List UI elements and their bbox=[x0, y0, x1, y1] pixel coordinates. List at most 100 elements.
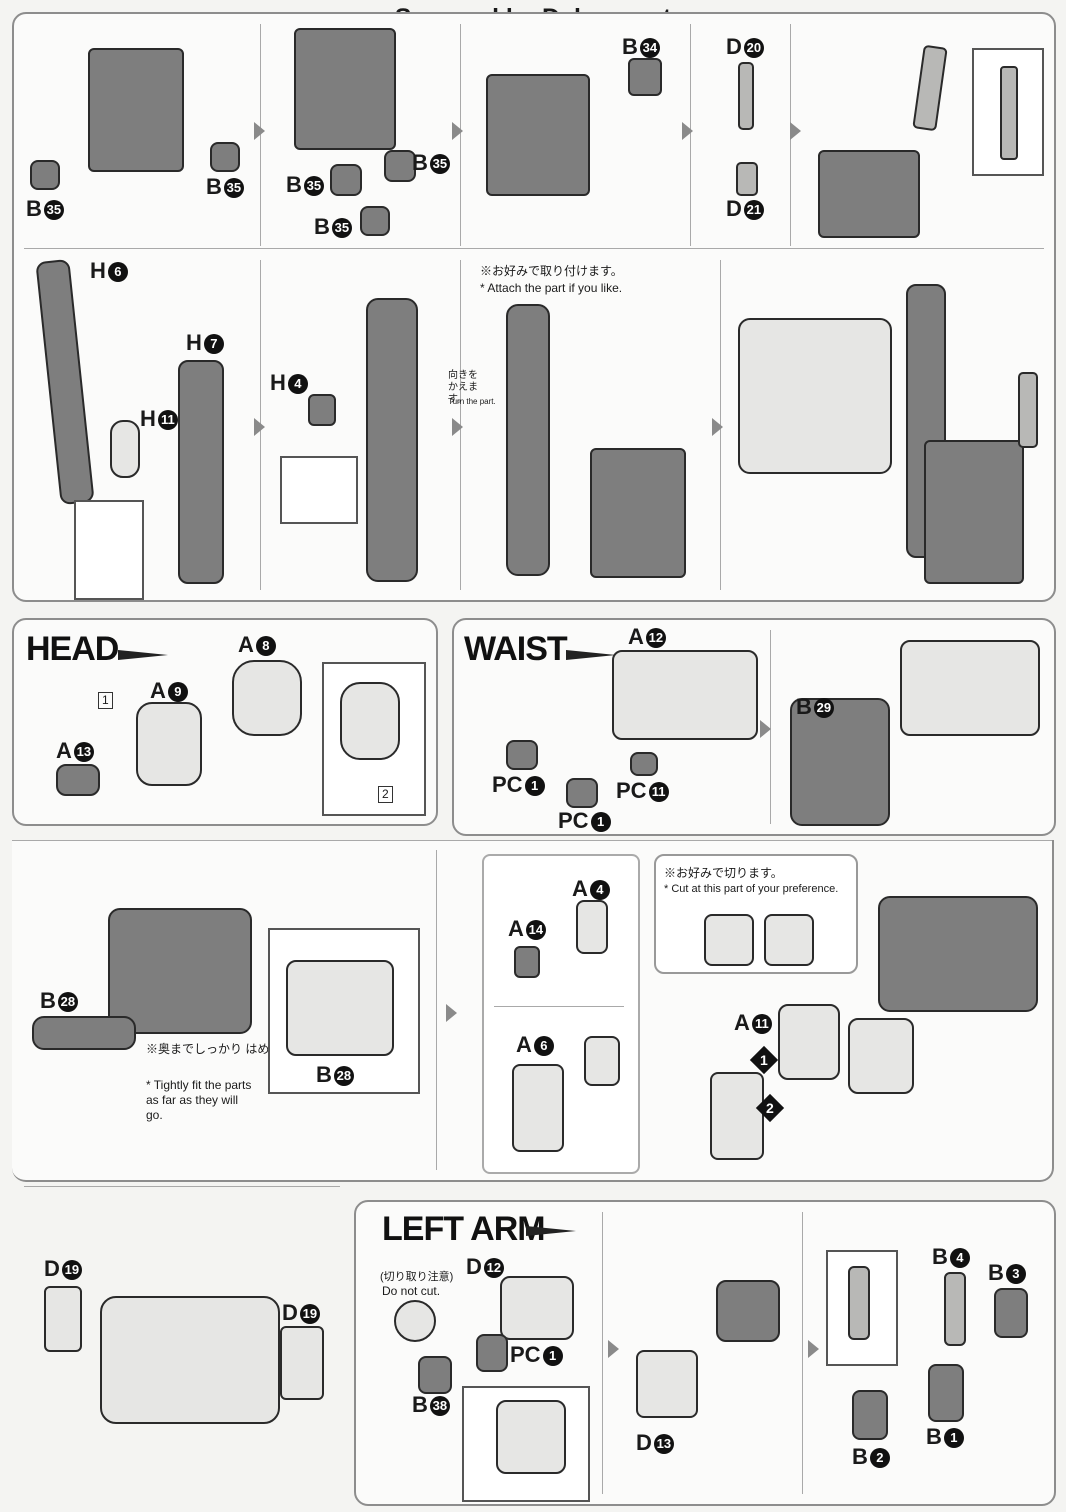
waist-assembly bbox=[286, 960, 394, 1056]
cylinder-cap bbox=[736, 162, 758, 196]
waist-assembly bbox=[878, 896, 1038, 1012]
note-tight-en: * Tightly fit the parts as far as they w… bbox=[146, 1078, 252, 1122]
divider bbox=[24, 248, 1044, 249]
divider bbox=[802, 1212, 803, 1494]
skirt-armor bbox=[764, 914, 814, 966]
skirt-part bbox=[512, 1064, 564, 1152]
thruster-part bbox=[384, 150, 416, 182]
step-arrow bbox=[790, 122, 801, 140]
inset-number: 2 bbox=[378, 786, 393, 803]
step-arrow bbox=[808, 1340, 819, 1358]
connector-part bbox=[110, 420, 140, 478]
backpack-part bbox=[738, 318, 892, 474]
note-nocut-en: Do not cut. bbox=[382, 1284, 441, 1298]
skirt-part bbox=[710, 1072, 764, 1160]
torso-block bbox=[294, 28, 396, 150]
torso-block bbox=[88, 48, 184, 172]
thruster-part bbox=[30, 160, 60, 190]
section-title-left-arm: LEFT ARM bbox=[382, 1210, 546, 1248]
no-cut-icon bbox=[394, 1300, 436, 1342]
polycap bbox=[566, 778, 598, 808]
duct-part bbox=[44, 1286, 82, 1352]
title-arrow bbox=[566, 650, 616, 660]
divider bbox=[12, 840, 1052, 841]
thruster-part bbox=[210, 142, 240, 172]
torso-block bbox=[818, 150, 920, 238]
arm-part bbox=[994, 1288, 1028, 1338]
step-arrow bbox=[712, 418, 723, 436]
step-arrow bbox=[452, 418, 463, 436]
step-arrow bbox=[254, 418, 265, 436]
waist-part bbox=[612, 650, 758, 740]
note-cut-en: * Cut at this part of your preference. bbox=[664, 883, 839, 895]
cylinder-part bbox=[1018, 372, 1038, 448]
weapon-assembly bbox=[506, 304, 550, 576]
skirt-armor bbox=[704, 914, 754, 966]
weapon-part bbox=[178, 360, 224, 584]
head-part bbox=[56, 764, 100, 796]
skirt-part bbox=[584, 1036, 620, 1086]
cylinder-part bbox=[738, 62, 754, 130]
waist-part bbox=[900, 640, 1040, 736]
cylinder-part bbox=[1000, 66, 1018, 160]
peg-part bbox=[308, 394, 336, 426]
step-arrow bbox=[254, 122, 265, 140]
arm-part bbox=[852, 1390, 888, 1440]
skirt-armor bbox=[848, 1018, 914, 1094]
step-arrow bbox=[760, 720, 771, 738]
head-part bbox=[232, 660, 302, 736]
note-attach-en: * Attach the part if you like. bbox=[480, 281, 623, 295]
elbow-part bbox=[848, 1266, 870, 1340]
chest-assembly bbox=[100, 1296, 280, 1424]
note-attach-jp: ※お好みで取り付けます。 bbox=[480, 264, 623, 278]
torso-block bbox=[924, 440, 1024, 584]
head-part bbox=[340, 682, 400, 760]
detail-inset bbox=[280, 456, 358, 524]
elbow-part bbox=[944, 1272, 966, 1346]
arm-part bbox=[418, 1356, 452, 1394]
weapon-assembly bbox=[366, 298, 418, 582]
thruster-part bbox=[360, 206, 390, 236]
step-arrow bbox=[452, 122, 463, 140]
divider bbox=[24, 1186, 340, 1187]
divider bbox=[436, 850, 437, 1170]
polycap bbox=[630, 752, 658, 776]
arm-part bbox=[636, 1350, 698, 1418]
step-arrow bbox=[608, 1340, 619, 1358]
polycap bbox=[506, 740, 538, 770]
note-turn-en: Turn the part. bbox=[448, 397, 496, 406]
arm-part bbox=[928, 1364, 964, 1422]
peg-part bbox=[32, 1016, 136, 1050]
note-nocut-jp: (切り取り注意) bbox=[380, 1271, 454, 1283]
torso-block bbox=[590, 448, 686, 578]
inset-number: 1 bbox=[98, 692, 113, 709]
